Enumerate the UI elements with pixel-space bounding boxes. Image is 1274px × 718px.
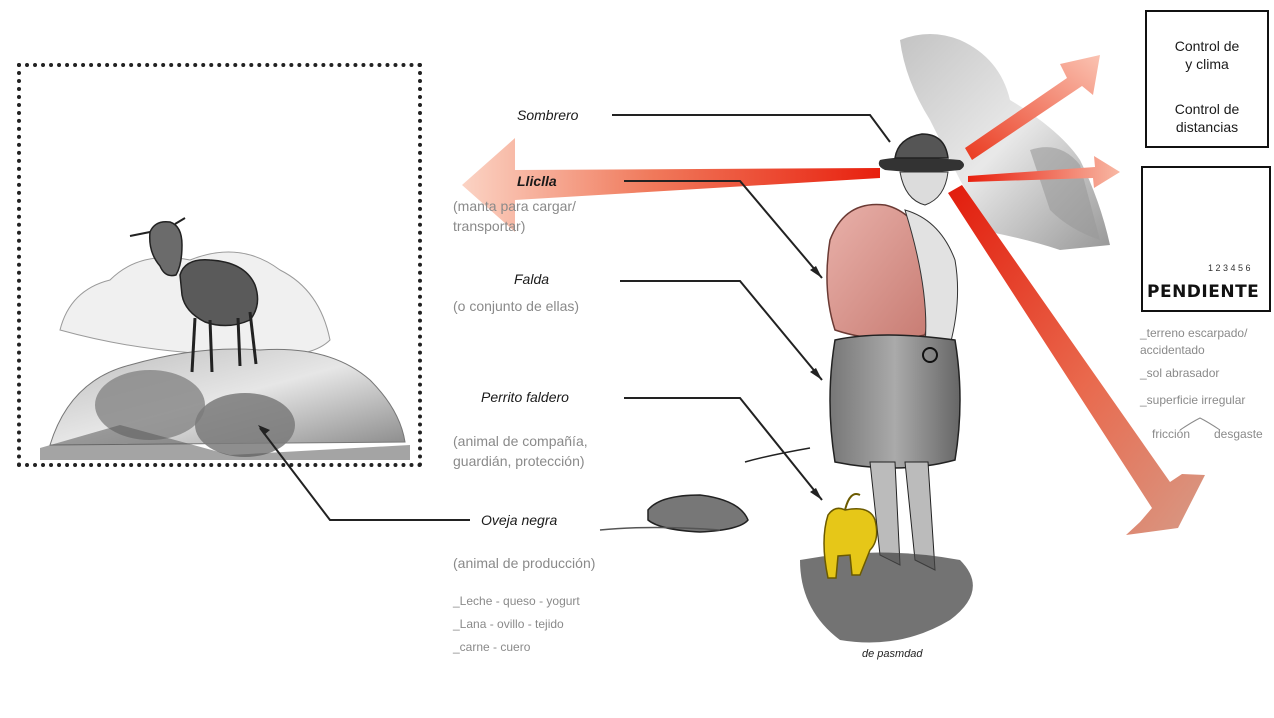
pendiente-scale: 1 2 3 4 5 6	[1208, 263, 1251, 273]
connector-dog-curve	[745, 448, 810, 462]
pendiente-label: PENDIENTE	[1147, 282, 1259, 302]
pendiente-note-3: _sol abrasador	[1140, 366, 1219, 380]
pendiente-note-6: desgaste	[1214, 427, 1263, 441]
product-line-1: _Leche - queso - yogurt	[453, 590, 580, 612]
control-line-2: y clima	[1147, 56, 1267, 73]
connector-perrito	[624, 398, 822, 500]
product-line-3: _carne - cuero	[453, 636, 530, 658]
product-line-2: _Lana - ovillo - tejido	[453, 613, 564, 635]
pendiente-note-1: _terreno escarpado/	[1140, 326, 1247, 340]
control-line-3: Control de	[1147, 101, 1267, 118]
pendiente-note-5: fricción	[1152, 427, 1190, 441]
label-liclla-desc-1: (manta para cargar/	[453, 196, 576, 216]
arrowhead-falda	[810, 368, 822, 380]
arrowhead-liclla	[810, 266, 822, 278]
sheep-frame	[17, 63, 422, 467]
distant-sheep-illustration	[600, 495, 748, 532]
label-perrito-desc-2: guardián, protección)	[453, 451, 585, 471]
pendiente-note-4: _superficie irregular	[1140, 393, 1245, 407]
skirt	[830, 335, 960, 468]
label-falda: Falda	[514, 271, 549, 287]
label-perrito: Perrito faldero	[481, 389, 569, 405]
control-line-4: distancias	[1147, 119, 1267, 136]
arrowhead-perrito	[810, 488, 822, 500]
label-oveja: Oveja negra	[481, 512, 557, 528]
connector-liclla	[624, 181, 822, 278]
label-liclla-desc-2: transportar)	[453, 216, 525, 236]
connector-sombrero	[612, 115, 890, 142]
control-line-1: Control de	[1147, 38, 1267, 55]
label-liclla: Lliclla	[517, 173, 557, 189]
label-oveja-desc: (animal de producción)	[453, 553, 595, 573]
label-sombrero: Sombrero	[517, 107, 578, 123]
artist-signature: de pasmdad	[862, 648, 932, 660]
label-perrito-desc-1: (animal de compañía,	[453, 431, 588, 451]
pendiente-note-2: accidentado	[1140, 343, 1205, 357]
label-falda-desc: (o conjunto de ellas)	[453, 296, 579, 316]
connector-falda	[620, 281, 822, 380]
